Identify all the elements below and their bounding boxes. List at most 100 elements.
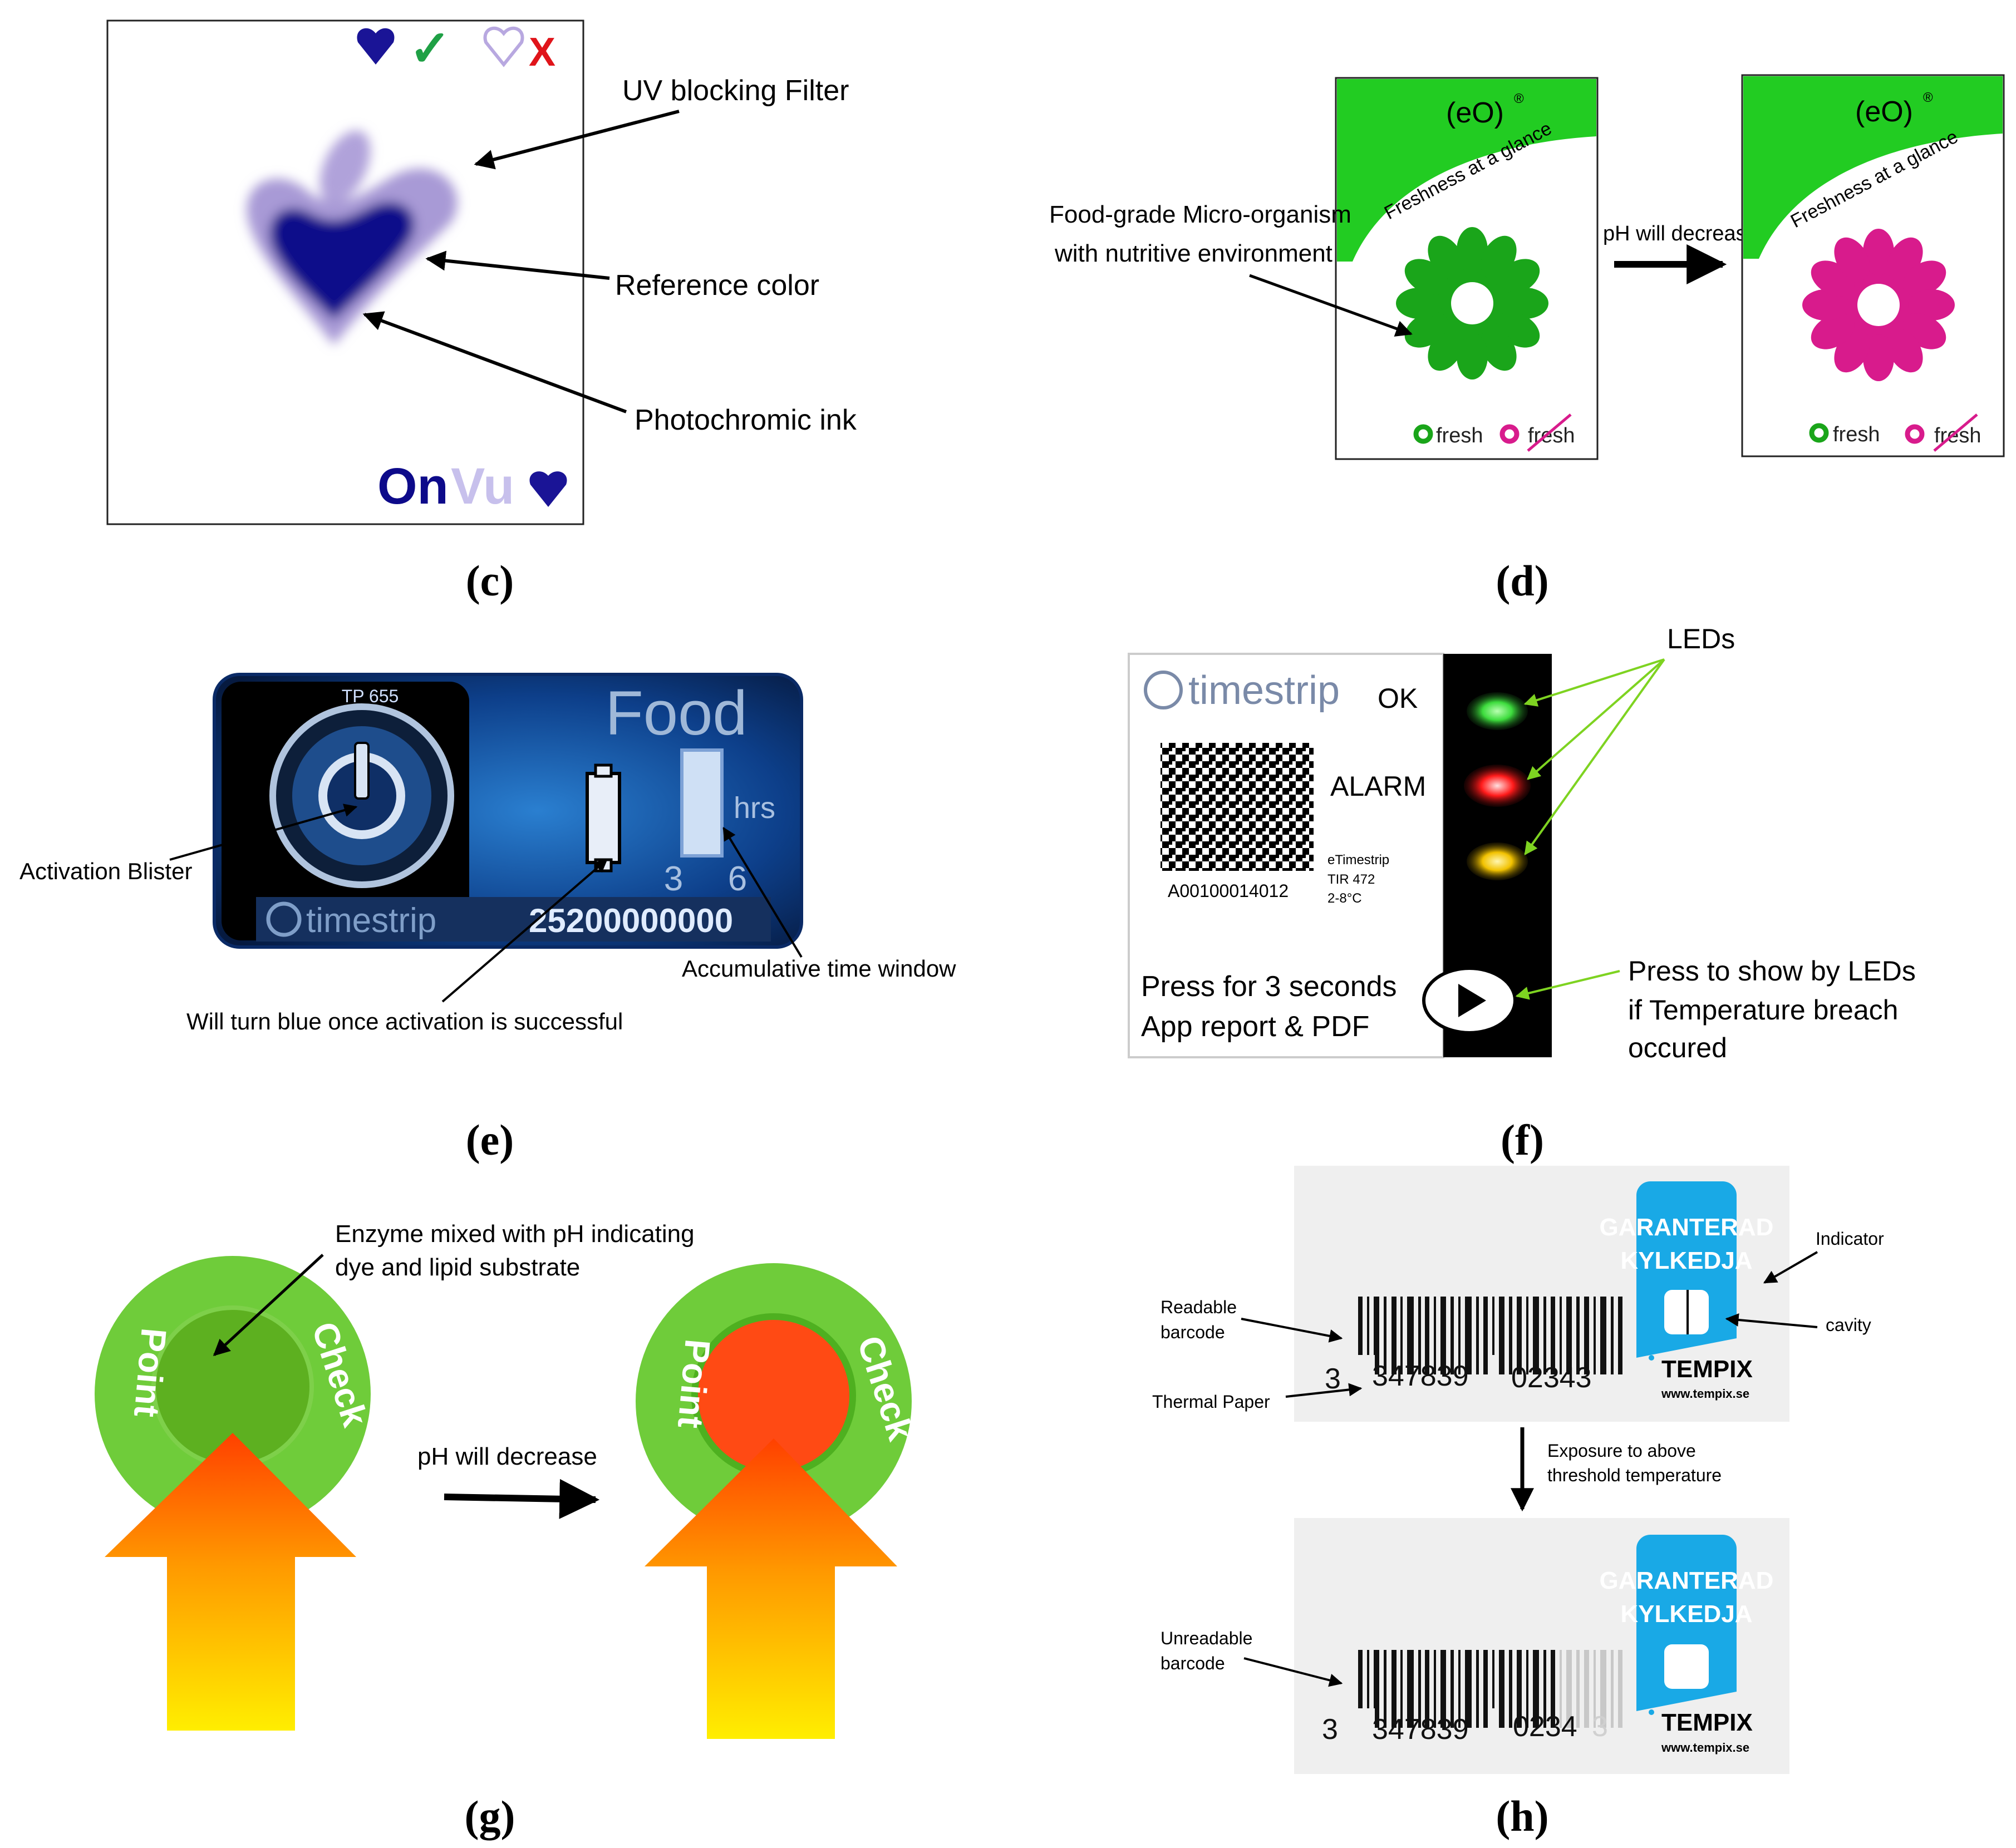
pink-flower-icon — [1802, 229, 1955, 381]
garanterad-label: GARANTERAD — [1600, 1214, 1774, 1241]
food-label: Food — [605, 678, 747, 748]
readable-barcode: 3 347839 02343 — [1325, 1297, 1622, 1395]
panel-g: Check Point Enzyme mixed with pH indicat… — [95, 1220, 921, 1840]
label-uv-filter: UV blocking Filter — [622, 75, 849, 107]
show-label-1: Press to show by LEDs — [1628, 955, 1916, 987]
small-heart-icon — [357, 28, 395, 65]
label-activation-blister: Activation Blister — [19, 858, 192, 884]
eo-card-fresh: (eO) ® Freshness at a glance fresh fresh — [1335, 77, 1599, 460]
barcode-left-digits-2: 347839 — [1372, 1713, 1469, 1746]
panel-f: timestrip OK ALARM eTimestrip TIR 472 2-… — [1128, 623, 1916, 1164]
logo-heart-icon — [529, 471, 567, 507]
barcode-lead-digit: 3 — [1325, 1363, 1341, 1395]
activation-indicator — [586, 763, 621, 873]
barcode-right-digits-2: 0234 — [1513, 1711, 1577, 1743]
eo-brand: (eO) — [1446, 97, 1504, 129]
model-number: TP 655 — [342, 686, 399, 706]
show-label-2: if Temperature breach — [1628, 994, 1898, 1026]
eo-card-spoiled: (eO) ® Freshness at a glance fresh fresh — [1741, 74, 2005, 457]
kylkedja-label-2: KYLKEDJA — [1620, 1600, 1752, 1628]
caption-e: (e) — [466, 1116, 514, 1164]
barcode-right-digits: 02343 — [1511, 1362, 1592, 1394]
word-point-1: Point — [126, 1327, 174, 1419]
datamatrix-code — [1161, 743, 1314, 871]
label-exposure-2: threshold temperature — [1547, 1465, 1722, 1485]
tempix-site: www.tempix.se — [1661, 1387, 1749, 1401]
logo-on: On — [377, 458, 449, 515]
apple-heart-icon — [247, 130, 458, 345]
word-point-2: Point — [670, 1338, 718, 1430]
tempix-indicator — [1636, 1181, 1737, 1358]
eo-registered-mark-2: ® — [1923, 90, 1933, 105]
barcode-ghost-digit: 3 — [1592, 1711, 1608, 1743]
kylkedja-label: KYLKEDJA — [1620, 1247, 1752, 1274]
garanterad-label-2: GARANTERAD — [1600, 1567, 1774, 1594]
label-reference-color: Reference color — [615, 269, 819, 302]
serial-number: 25200000000 — [529, 902, 733, 939]
barcode-left-digits: 347839 — [1372, 1360, 1469, 1392]
alarm-label: ALARM — [1330, 771, 1426, 802]
panel-e: TP 655 Food hrs 3 6 timestrip 2520000000… — [19, 673, 956, 1164]
eo-registered-mark: ® — [1514, 91, 1524, 106]
caption-g: (g) — [465, 1792, 515, 1840]
panel-c: ✓ X UV blocking Filter Reference color P… — [106, 19, 857, 605]
label-organism-2: with nutritive environment — [1054, 240, 1332, 267]
indicator-cavity-2 — [1664, 1644, 1709, 1689]
label-enzyme-2: dye and lipid substrate — [335, 1254, 580, 1281]
timestrip-brand-e: timestrip — [306, 901, 436, 940]
panel-d: (eO) ® Freshness at a glance fresh fresh… — [1049, 74, 2005, 605]
label-readable-2: barcode — [1161, 1322, 1225, 1342]
legend-fresh-2: fresh — [1833, 423, 1880, 446]
product-range: 2-8°C — [1327, 891, 1362, 906]
ph-arrow-label-g: pH will decrease — [417, 1443, 597, 1470]
tick-3: 3 — [664, 860, 683, 898]
checkpoint-before: Check Point — [95, 1256, 376, 1731]
label-unreadable-1: Unreadable — [1161, 1628, 1252, 1648]
time-window — [680, 748, 724, 858]
green-led — [1467, 692, 1528, 730]
hrs-label: hrs — [734, 791, 775, 825]
label-time-window: Accumulative time window — [682, 955, 956, 982]
press-label-2: App report & PDF — [1141, 1011, 1369, 1043]
panel-h: 3 347839 02343 GARANTERAD KYLKEDJA TEMPI… — [1152, 1166, 1884, 1840]
legend-fresh: fresh — [1436, 424, 1483, 447]
temperature-arrow-2 — [645, 1438, 897, 1739]
caption-f: (f) — [1501, 1116, 1544, 1164]
unreadable-barcode: 3 347839 0234 3 — [1322, 1650, 1622, 1746]
logo-vu: Vu — [451, 458, 514, 515]
play-icon — [1458, 984, 1486, 1017]
checkpoint-after: Check Point — [636, 1263, 921, 1739]
ph-arrow-label-d: pH will decrease — [1603, 222, 1758, 245]
product-code: A00100014012 — [1168, 881, 1289, 901]
tempix-brand-2: TEMPIX — [1661, 1709, 1753, 1736]
label-exposure-1: Exposure to above — [1547, 1441, 1696, 1461]
label-cavity: cavity — [1826, 1315, 1871, 1335]
product-name: eTimestrip — [1327, 852, 1389, 868]
green-flower-icon — [1396, 227, 1548, 380]
eo-brand-2: (eO) — [1855, 96, 1913, 128]
tempix-indicator-2 — [1636, 1535, 1737, 1711]
label-thermal-paper: Thermal Paper — [1152, 1392, 1270, 1412]
tempix-brand: TEMPIX — [1661, 1356, 1753, 1383]
show-label-3: occured — [1628, 1032, 1727, 1063]
label-blue-activation: Will turn blue once activation is succes… — [186, 1008, 623, 1034]
leds-label: LEDs — [1667, 623, 1735, 654]
caption-c: (c) — [466, 556, 514, 605]
label-enzyme-1: Enzyme mixed with pH indicating — [335, 1220, 695, 1248]
red-led — [1464, 765, 1531, 807]
product-model: TIR 472 — [1327, 872, 1375, 887]
label-photochromic-ink: Photochromic ink — [635, 404, 857, 436]
ok-label: OK — [1378, 683, 1418, 714]
label-readable-1: Readable — [1161, 1297, 1237, 1317]
barcode-lead-digit-2: 3 — [1322, 1713, 1338, 1746]
press-label-1: Press for 3 seconds — [1141, 970, 1397, 1003]
label-unreadable-2: barcode — [1161, 1653, 1225, 1673]
check-mark: ✓ — [409, 21, 451, 77]
label-indicator: Indicator — [1816, 1229, 1884, 1249]
timestrip-brand-f: timestrip — [1188, 668, 1340, 713]
cross-mark: X — [529, 30, 555, 75]
small-heart-outline-icon — [483, 26, 524, 67]
yellow-led — [1467, 842, 1528, 880]
temperature-arrow-1 — [105, 1433, 356, 1731]
